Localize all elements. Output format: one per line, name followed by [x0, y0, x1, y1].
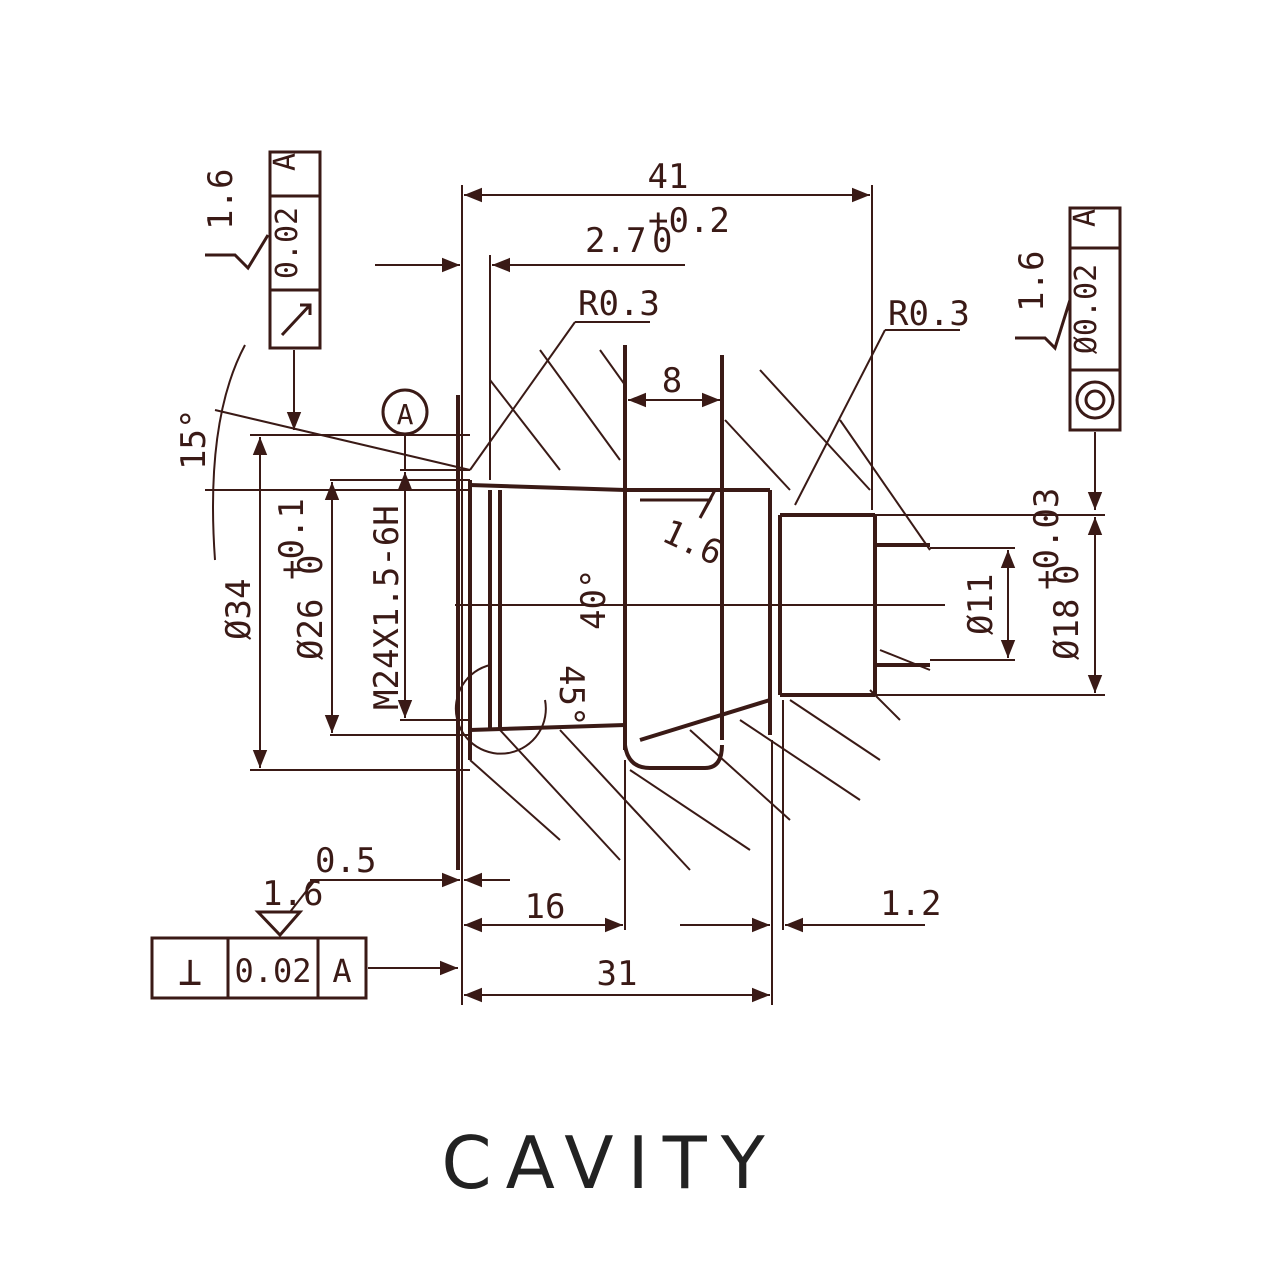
dim-radius-right: R0.3: [888, 294, 970, 334]
dim-overall-length: 41: [648, 157, 689, 197]
dim-width-1-2: 1.2: [880, 884, 941, 924]
dim-depth-31: 31: [597, 954, 638, 994]
dim-groove-depth: 2.7: [585, 221, 646, 261]
datum-bubble: A: [381, 388, 429, 470]
gdt-frame-concentricity: A Ø0.02: [1068, 206, 1122, 432]
dim-dia-bore-tol-lower: 0: [291, 555, 331, 575]
leader-r03-right: [794, 329, 886, 506]
extension-lines: [205, 185, 1105, 1005]
concentric-circles-icon: [1075, 380, 1115, 420]
angle-arc-15: [212, 344, 246, 561]
dim-dia-seat-tol-upper: +0.03: [1027, 488, 1067, 590]
dim-dia-outer: Ø34: [219, 579, 259, 640]
gdt-concentric-datum: A: [1068, 209, 1103, 227]
roughness-label-right: 1.6: [1012, 251, 1052, 312]
dim-chamfer-angle: 45°: [551, 665, 591, 726]
drawing-title: CAVITY: [441, 1121, 778, 1205]
gdt-concentric-tolerance: Ø0.02: [1069, 264, 1104, 354]
gdt-runout-tolerance: 0.02: [270, 207, 305, 279]
dim-groove-depth-tol-upper: +0.2: [648, 201, 730, 241]
dimension-lines: [212, 187, 1103, 1003]
leader-roughness-bottom: [289, 879, 316, 913]
angle-arc-45: [454, 664, 547, 755]
gdt-perp-tolerance: 0.02: [234, 952, 311, 990]
gdt-runout-datum: A: [268, 153, 303, 171]
roughness-labels: 1.6 1.6 1.6 1.6: [201, 169, 1052, 914]
datum-bubble-label: A: [397, 398, 414, 431]
dim-dia-bore: Ø26: [291, 599, 331, 660]
part-outline: [456, 345, 930, 870]
dimension-texts: 41 2.7 +0.2 0 R0.3 R0.3 8 15° Ø34 Ø26 +0…: [174, 157, 1087, 994]
dim-dia-seat: Ø18: [1047, 599, 1087, 660]
roughness-label-cone: 1.6: [656, 512, 729, 574]
dim-depth-16: 16: [525, 887, 566, 927]
runout-arrow-icon: [280, 303, 312, 337]
dim-radius-left: R0.3: [578, 284, 660, 324]
gdt-frame-perpendicularity: ⊥ 0.02 A: [150, 936, 368, 1000]
dim-groove-depth-tol-lower: 0: [652, 221, 672, 261]
dim-dia-bore-tol-upper: +0.1: [272, 498, 312, 580]
dim-angle-top: 15°: [174, 409, 214, 470]
perpendicular-icon: ⊥: [178, 949, 202, 995]
dim-thread: M24X1.5-6H: [367, 505, 407, 710]
leader-r03-left: [469, 321, 576, 471]
roughness-symbols: [205, 234, 1072, 938]
dim-cone-angle: 40°: [574, 569, 614, 630]
section-hatching: [469, 349, 931, 871]
gdt-perp-datum: A: [332, 952, 351, 990]
dim-dia-small: Ø11: [961, 574, 1001, 635]
dim-groove-width: 8: [662, 361, 682, 401]
dim-face-offset: 0.5: [315, 841, 376, 881]
dim-dia-seat-tol-lower: 0: [1047, 565, 1087, 585]
gdt-frame-runout: A 0.02: [268, 150, 322, 350]
roughness-label-bottom: 1.6: [262, 874, 323, 914]
roughness-label-left: 1.6: [201, 169, 241, 230]
